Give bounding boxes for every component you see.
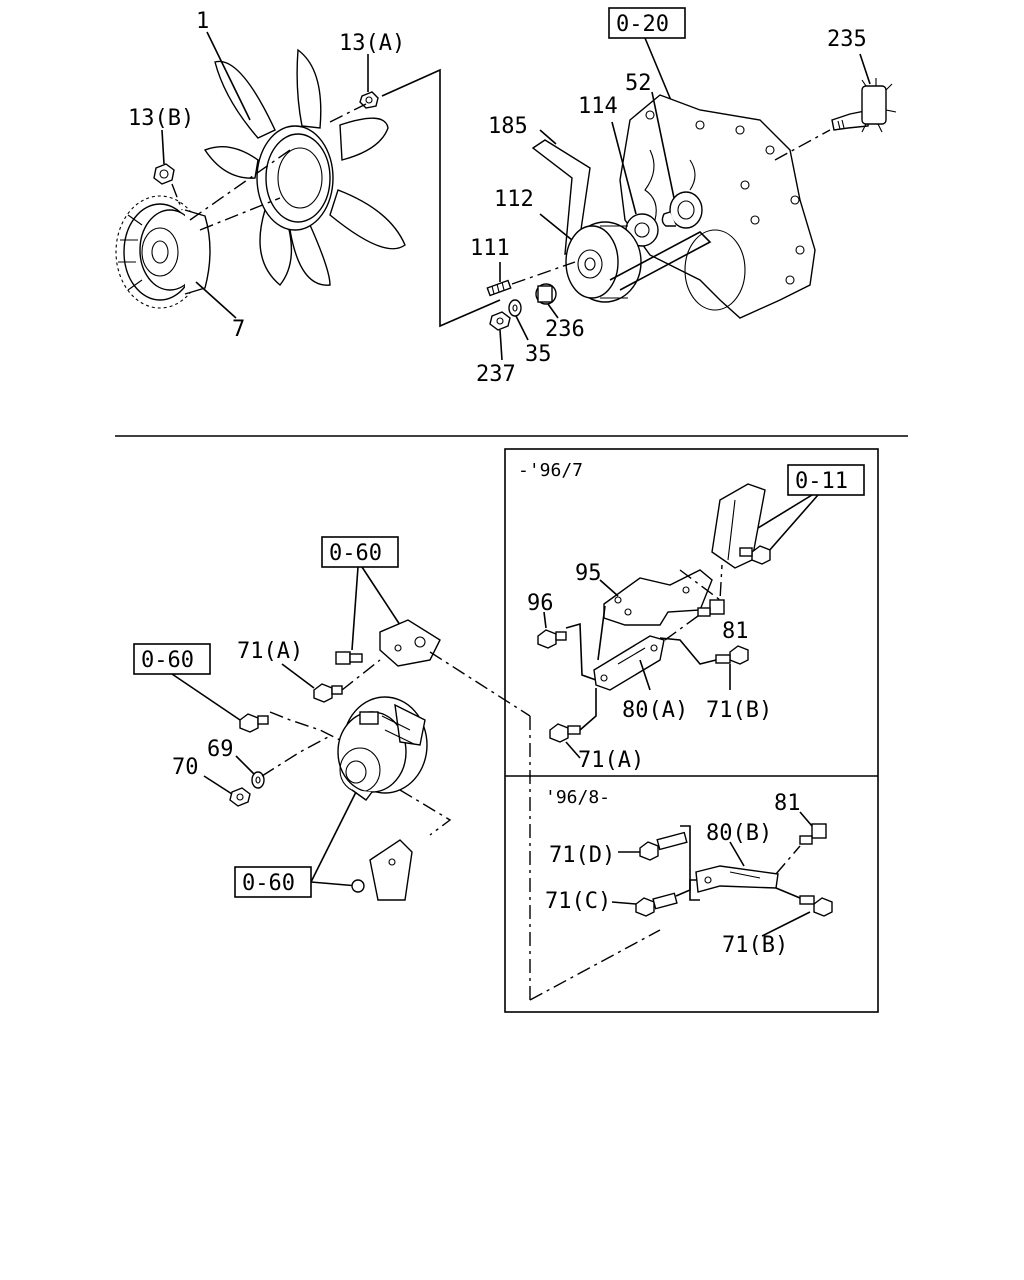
nut-237 <box>489 311 511 331</box>
callout-labels: 1 13(A) 13(B) 7 235 52 114 185 112 111 2… <box>128 9 867 958</box>
label-80a: 80(A) <box>622 698 688 723</box>
label-71b-bottom: 71(B) <box>722 933 788 958</box>
ref-0-11: 0-11 <box>787 464 865 496</box>
svg-text:0-60: 0-60 <box>329 541 382 566</box>
label-35: 35 <box>525 342 552 367</box>
svg-text:0-60: 0-60 <box>141 648 194 673</box>
label-236: 236 <box>545 317 585 342</box>
label-71d: 71(D) <box>549 843 615 868</box>
label-111: 111 <box>470 236 510 261</box>
label-70: 70 <box>172 755 199 780</box>
bolt-71b-top <box>715 645 749 665</box>
label-13a: 13(A) <box>339 31 405 56</box>
range-late-label: '96/8- <box>545 787 610 808</box>
label-52: 52 <box>625 71 652 96</box>
alternator <box>337 696 428 801</box>
range-early-label: -'96/7 <box>518 460 583 481</box>
label-96: 96 <box>527 591 554 616</box>
variant-box <box>504 448 879 1013</box>
washer-69 <box>251 771 265 789</box>
bolt-through <box>239 713 269 733</box>
svg-text:0-60: 0-60 <box>242 871 295 896</box>
ref-0-60-left: 0-60 <box>133 643 211 675</box>
bearing-52 <box>661 191 703 229</box>
bolt-71a-right <box>549 723 581 743</box>
stud-111 <box>486 279 512 297</box>
bracket-80b <box>695 865 779 893</box>
collar-236 <box>535 283 557 305</box>
label-114: 114 <box>578 94 618 119</box>
label-71a-right: 71(A) <box>578 748 644 773</box>
label-185: 185 <box>488 114 528 139</box>
label-81-top: 81 <box>722 619 749 644</box>
alternator-upper-bracket <box>379 619 441 667</box>
bolt-71a-left <box>313 683 343 703</box>
nut-13b <box>153 163 175 185</box>
label-235: 235 <box>827 27 867 52</box>
bolt-81-top <box>697 599 725 617</box>
timing-cover <box>619 94 816 319</box>
label-7: 7 <box>232 317 245 342</box>
fan-clutch <box>115 195 211 309</box>
nut-70 <box>229 787 251 807</box>
bolt-71d <box>639 831 688 861</box>
bracket-80a <box>593 635 665 691</box>
label-237: 237 <box>476 362 516 387</box>
shaft-235 <box>831 78 897 133</box>
label-80b: 80(B) <box>706 821 772 846</box>
label-71b-top: 71(B) <box>706 698 772 723</box>
alternator-lower-bracket <box>351 839 413 901</box>
label-69: 69 <box>207 737 234 762</box>
bolt-81-bottom <box>799 823 827 845</box>
svg-text:0-20: 0-20 <box>616 12 669 37</box>
ref-0-60-bottom: 0-60 <box>234 866 312 898</box>
bolt-0-11 <box>739 545 771 565</box>
label-71c: 71(C) <box>545 889 611 914</box>
label-13b: 13(B) <box>128 106 194 131</box>
cooling-fan <box>203 48 406 286</box>
washer-35 <box>508 299 522 317</box>
svg-text:0-11: 0-11 <box>795 469 848 494</box>
bolt-71b-bottom <box>799 895 833 917</box>
bolt-96 <box>537 629 567 649</box>
label-95: 95 <box>575 561 602 586</box>
label-81-bottom: 81 <box>774 791 801 816</box>
label-71a-left: 71(A) <box>237 639 303 664</box>
ref-0-20: 0-20 <box>608 7 686 39</box>
label-112: 112 <box>494 187 534 212</box>
ref-0-60-top: 0-60 <box>321 536 399 568</box>
label-1: 1 <box>196 9 209 34</box>
bolt-upper <box>335 651 363 665</box>
bracket-0-11 <box>711 483 766 569</box>
bolt-71c <box>635 892 678 917</box>
pulley-112 <box>565 221 642 303</box>
